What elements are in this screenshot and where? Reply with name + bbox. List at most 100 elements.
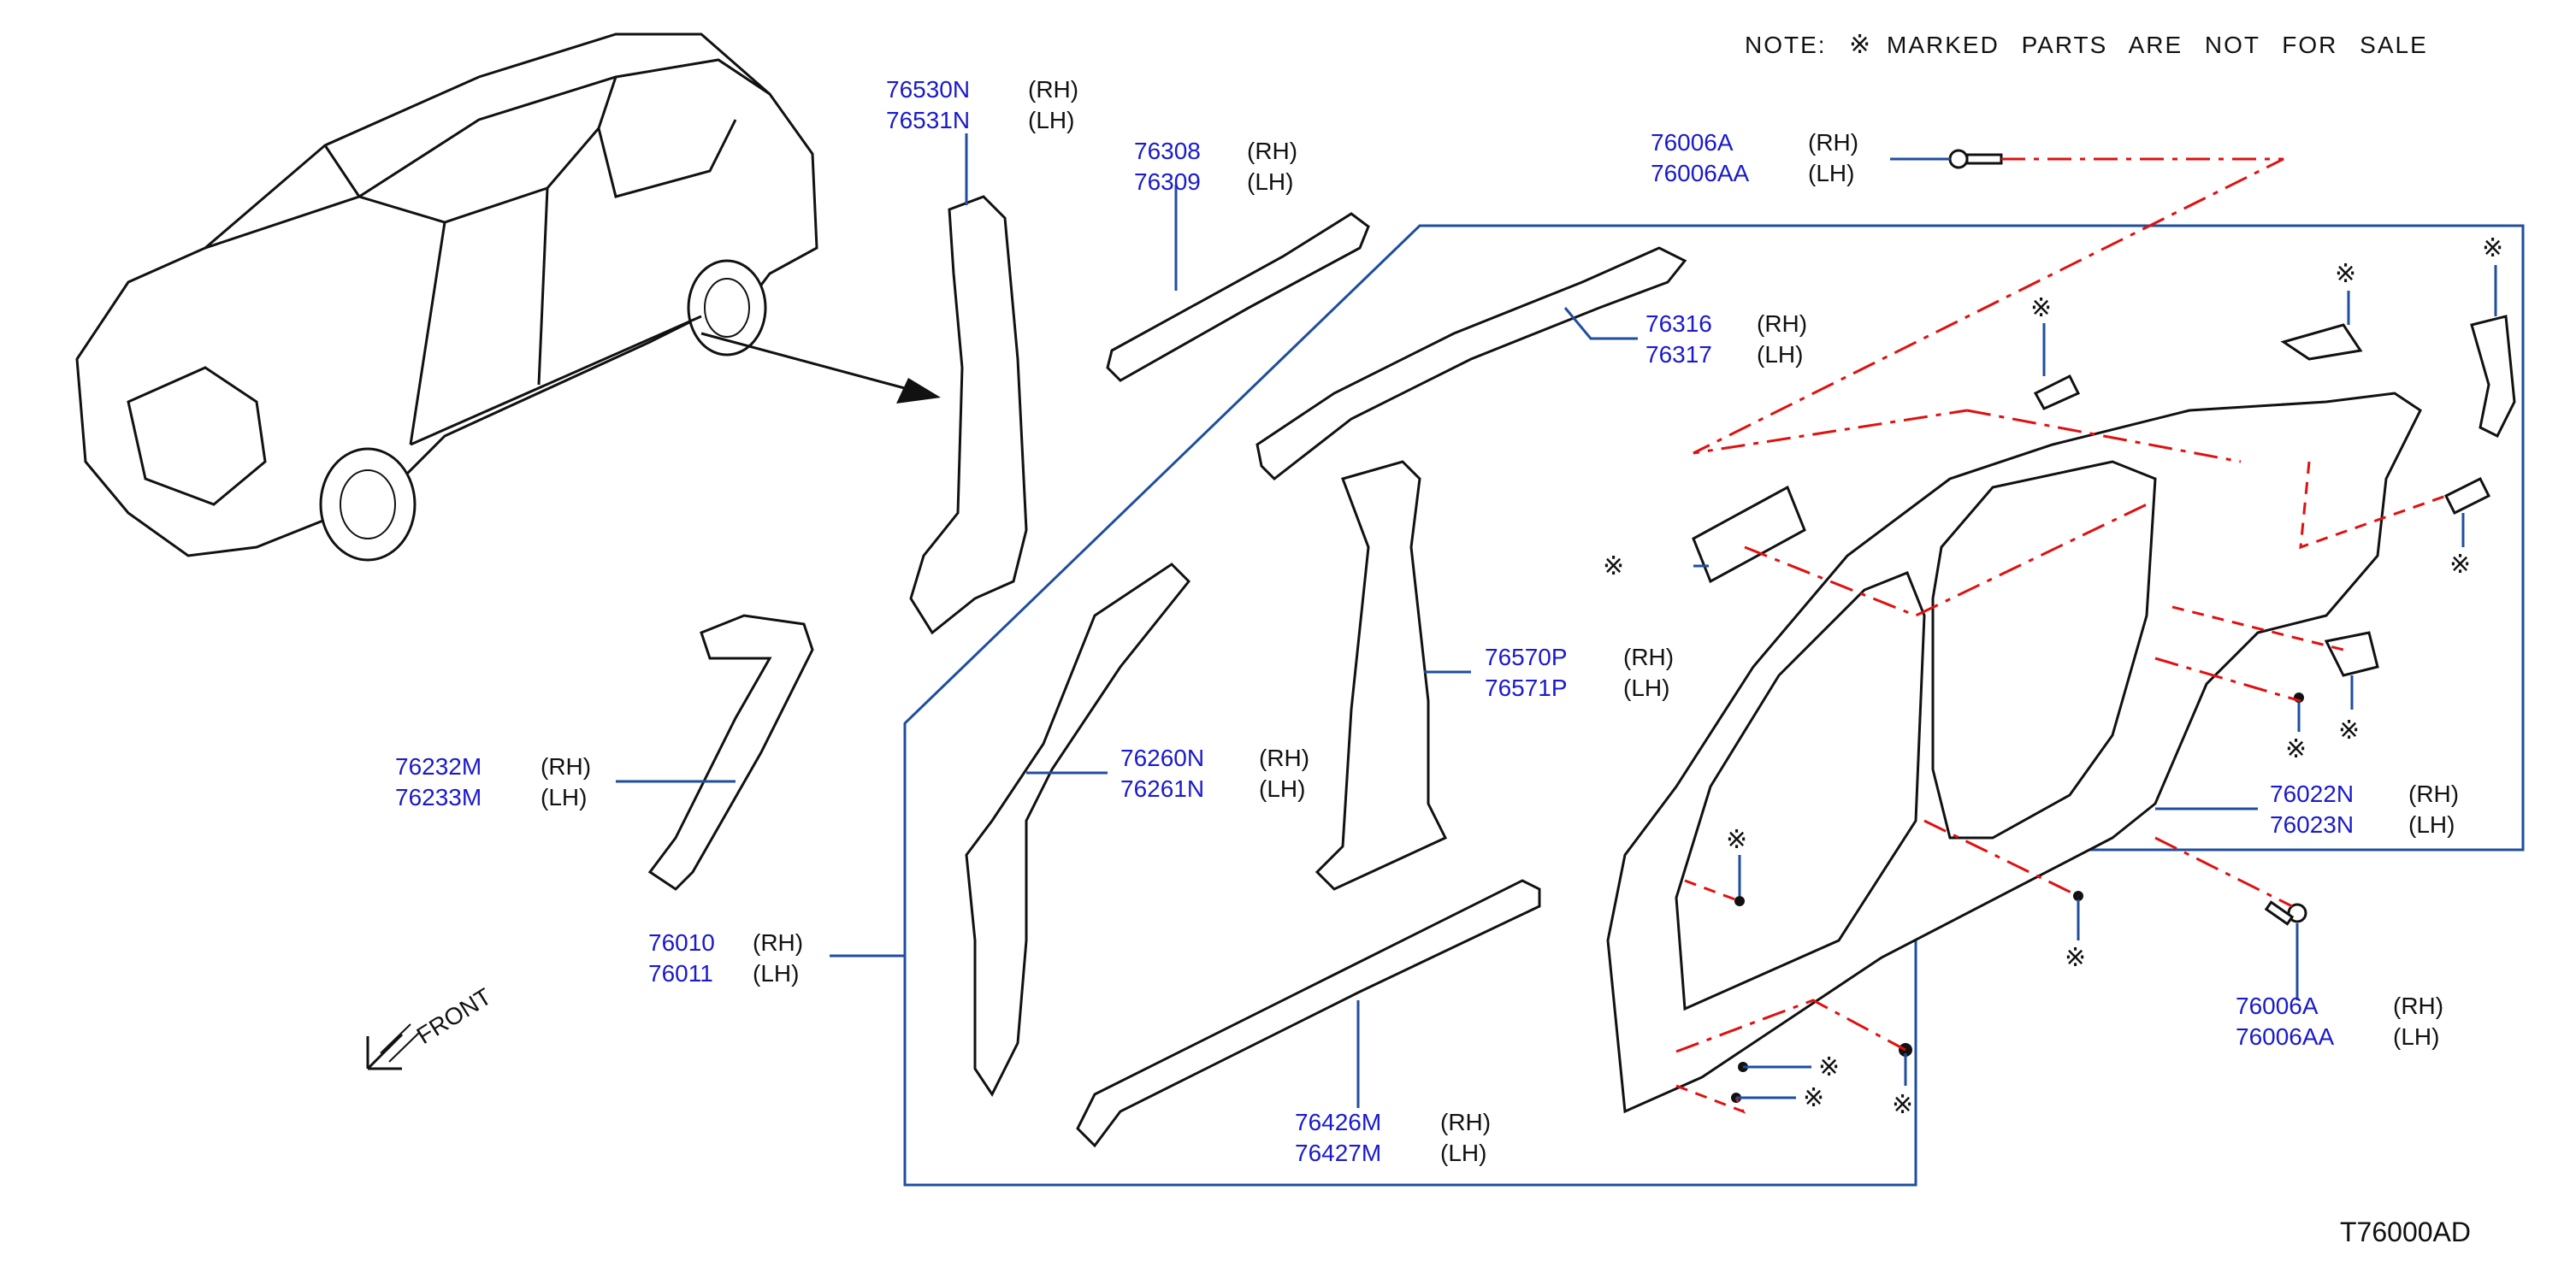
side-lh: (LH) <box>2408 811 2455 838</box>
side-lh: (LH) <box>1259 775 1305 802</box>
part-a-pillar-76232m <box>647 614 814 891</box>
car-rear-wheel-hub <box>704 278 750 338</box>
bolt-bottom-icon <box>2264 900 2307 926</box>
part-center-pillar-76570p <box>1315 460 1448 891</box>
side-rh: (RH) <box>1440 1109 1491 1135</box>
part-number-lh: 76309 <box>1134 168 1201 195</box>
car-front-grille <box>127 366 267 506</box>
side-rh: (RH) <box>1247 138 1297 164</box>
front-direction-indicator: FRONT <box>366 983 496 1070</box>
mark-patch-left: ※ <box>1603 552 1624 581</box>
part-roof-rail-76316 <box>1256 246 1687 480</box>
guide-left <box>1684 879 1740 903</box>
guide-upper <box>1966 409 2242 463</box>
part-front-pillar-76260n <box>965 563 1191 1097</box>
part-number-rh: 76316 <box>1645 310 1712 337</box>
callout-76260n: 76260N (RH) 76261N (LH) <box>1120 745 1309 802</box>
side-lh: (LH) <box>1028 107 1074 133</box>
guide-mid <box>1923 819 2079 898</box>
callout-76308: 76308 (RH) 76309 (LH) <box>1134 138 1297 195</box>
part-number-rh: 76426M <box>1295 1109 1381 1135</box>
part-number-rh: 76010 <box>648 929 715 956</box>
bolt-top-icon <box>1948 149 2003 169</box>
callout-76232m: 76232M (RH) 76233M (LH) <box>395 753 591 810</box>
part-number-rh: 76570P <box>1485 644 1568 670</box>
guide-rear <box>2299 461 2447 550</box>
part-body-side-76022n <box>1606 392 2422 1114</box>
side-rh: (RH) <box>541 753 591 780</box>
side-rh: (RH) <box>1259 745 1309 771</box>
patch-left <box>1692 485 1806 584</box>
side-lh: (LH) <box>1757 341 1803 368</box>
side-rh: (RH) <box>753 929 803 956</box>
car-front-wheel-hub <box>340 469 396 539</box>
callout-76010: 76010 (RH) 76011 (LH) <box>648 929 803 987</box>
note-header: NOTE: ※ MARKED PARTS ARE NOT FOR SALE <box>1745 31 2428 59</box>
callout-76426m: 76426M (RH) 76427M (LH) <box>1295 1109 1491 1166</box>
part-number-lh: 76571P <box>1485 675 1568 701</box>
side-lh: (LH) <box>1623 675 1669 701</box>
mark-left: ※ <box>1726 826 1747 854</box>
callout-76006a-bottom: 76006A (RH) 76006AA (LH) <box>2236 993 2443 1050</box>
part-number-rh: 76530N <box>886 76 970 103</box>
car-front-wheel <box>319 447 417 562</box>
part-number-lh: 76023N <box>2270 811 2354 838</box>
callout-76022n: 76022N (RH) 76023N (LH) <box>2270 781 2459 838</box>
part-number-lh: 76006AA <box>1651 160 1750 186</box>
part-sill-76426m <box>1076 879 1541 1148</box>
guide-lower-2 <box>1675 1084 1746 1114</box>
part-number-lh: 76006AA <box>2236 1023 2335 1050</box>
side-lh: (LH) <box>1247 168 1293 195</box>
car-pointer-arrowhead-icon <box>896 378 941 404</box>
side-rh: (RH) <box>2393 993 2443 1019</box>
leader-lines <box>616 133 2497 1108</box>
side-rh: (RH) <box>1757 310 1807 337</box>
part-number-lh: 76233M <box>395 784 482 810</box>
car-pointer-line <box>700 332 925 395</box>
side-rh: (RH) <box>1623 644 1674 670</box>
mark-lower-3: ※ <box>1892 1091 1913 1119</box>
mark-lower-1: ※ <box>1818 1053 1840 1081</box>
side-lh: (LH) <box>753 960 799 987</box>
mark-patch-top: ※ <box>2030 294 2052 322</box>
front-arrow-icon <box>366 1033 404 1070</box>
clip-right <box>2324 631 2379 677</box>
mark-patch-right: ※ <box>2449 551 2471 579</box>
side-lh: (LH) <box>1808 160 1854 186</box>
guide-patch <box>1744 503 2148 617</box>
part-number-lh: 76261N <box>1120 775 1204 802</box>
guide-lower <box>1675 999 1906 1053</box>
front-arrow-shaft-icon <box>380 1023 420 1063</box>
note-prefix: NOTE: <box>1745 32 1827 58</box>
callout-76530n: 76530N (RH) 76531N (LH) <box>886 76 1078 133</box>
bracket-upper-right <box>2280 323 2363 361</box>
side-lh: (LH) <box>541 784 587 810</box>
part-pillar-76530n <box>909 195 1028 635</box>
side-lh: (LH) <box>1440 1140 1486 1166</box>
patch-top <box>2033 374 2081 410</box>
part-number-rh: 76006A <box>1651 129 1734 156</box>
part-number-rh: 76232M <box>395 753 482 780</box>
mark-lower-2: ※ <box>1803 1084 1824 1112</box>
fastener-icon <box>1734 896 1745 906</box>
side-rh: (RH) <box>1808 129 1858 156</box>
patch-right <box>2443 476 2491 516</box>
not-for-sale-marks: ※ ※ ※ ※ ※ ※ ※ ※ ※ ※ ※ ※ <box>1603 234 2503 1119</box>
car-roofline <box>204 58 771 250</box>
note-symbol: ※ <box>1849 31 1870 59</box>
part-number-rh: 76006A <box>2236 993 2319 1019</box>
car-windshield <box>323 76 617 224</box>
car-doors <box>409 119 737 445</box>
part-body-side-front-door-opening <box>1675 571 1926 1011</box>
guide-clip <box>2171 605 2344 651</box>
note-text: MARKED PARTS ARE NOT FOR SALE <box>1887 32 2428 58</box>
part-rail-76308 <box>1106 212 1370 382</box>
callout-76006a-top: 76006A (RH) 76006AA (LH) <box>1651 129 1858 186</box>
part-number-rh: 76260N <box>1120 745 1204 771</box>
part-body-side-rear-door-opening <box>1931 460 2157 840</box>
mark-bracket: ※ <box>2335 260 2356 288</box>
side-lh: (LH) <box>2393 1023 2439 1050</box>
mark-mid: ※ <box>2065 944 2086 972</box>
